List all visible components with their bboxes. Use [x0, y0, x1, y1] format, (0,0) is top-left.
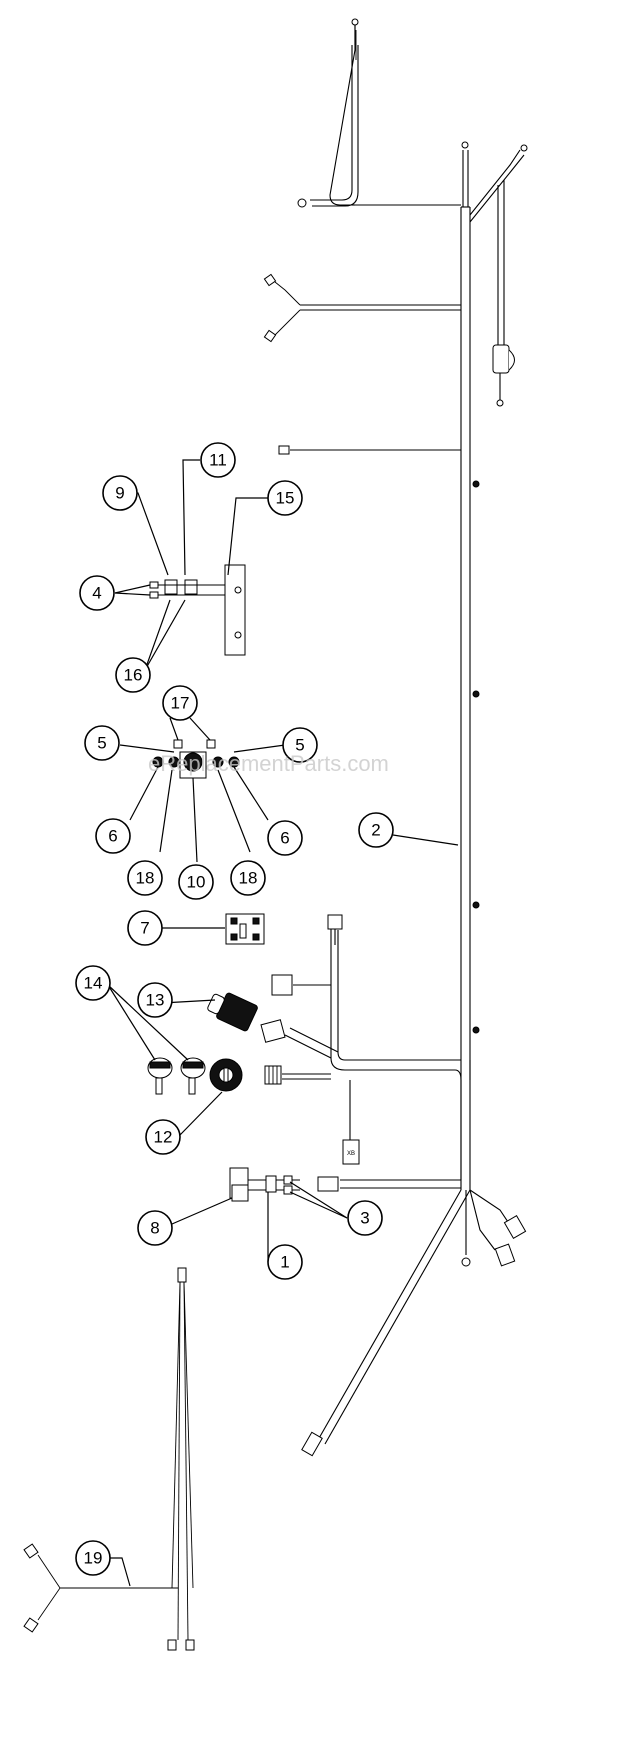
switch-assembly — [152, 739, 240, 779]
xb-connector-label: XB — [347, 1151, 355, 1157]
clip-part — [164, 579, 178, 595]
callout-18-left: 18 — [127, 860, 163, 896]
ring-terminal — [297, 198, 307, 208]
svg-text:14: 14 — [84, 974, 103, 993]
spade-connector — [263, 273, 277, 287]
harness-connector — [494, 1243, 516, 1267]
svg-text:13: 13 — [146, 991, 165, 1010]
switch-bracket — [224, 564, 246, 656]
svg-text:3: 3 — [360, 1209, 369, 1228]
xb-connector — [342, 1139, 360, 1165]
svg-text:11: 11 — [209, 451, 227, 470]
svg-text:5: 5 — [97, 734, 106, 753]
relay-assembly — [229, 1167, 300, 1202]
callout-18-right: 18 — [230, 860, 266, 896]
svg-text:17: 17 — [171, 694, 190, 713]
callout-12: 12 — [145, 1119, 181, 1155]
connector-19-left — [23, 1617, 39, 1633]
spade-connector — [263, 329, 277, 343]
connector-19-left — [23, 1543, 39, 1559]
harness-clip — [472, 690, 480, 698]
decal-plate — [225, 913, 265, 945]
callout-4: 4 — [79, 575, 115, 611]
callout-6-right: 6 — [267, 820, 303, 856]
harness-end-connector — [301, 1431, 323, 1457]
ring-terminal — [461, 141, 469, 149]
svg-text:6: 6 — [108, 827, 117, 846]
svg-text:2: 2 — [371, 821, 380, 840]
sub-harness-19 — [23, 1267, 195, 1651]
svg-text:10: 10 — [187, 873, 206, 892]
harness-clip — [472, 901, 480, 909]
svg-text:7: 7 — [140, 919, 149, 938]
svg-text:8: 8 — [150, 1219, 159, 1238]
svg-text:12: 12 — [154, 1128, 173, 1147]
bullet-connector — [278, 445, 290, 455]
connector-19-bottom — [167, 1639, 177, 1651]
terminal-1 — [265, 1175, 277, 1193]
callout-13: 13 — [137, 982, 173, 1018]
switch-bracket-assembly — [149, 564, 246, 656]
callout-1: 1 — [267, 1244, 303, 1280]
harness-clip — [472, 1026, 480, 1034]
svg-text:9: 9 — [115, 484, 124, 503]
svg-text:18: 18 — [136, 869, 155, 888]
leader-lines — [107, 459, 459, 1587]
callout-11: 11 — [200, 442, 236, 478]
clip-part — [184, 579, 198, 595]
main-harness: XB — [260, 18, 528, 1457]
harness-clip — [472, 480, 480, 488]
callout-16: 16 — [115, 657, 151, 693]
switch-knob — [183, 752, 203, 772]
callout-6-left: 6 — [95, 818, 131, 854]
terminal-part — [149, 581, 159, 589]
ring-terminal — [461, 1257, 471, 1267]
terminal-part — [149, 591, 159, 599]
ring-terminal — [496, 399, 504, 407]
svg-text:19: 19 — [84, 1549, 103, 1568]
callout-5-right: 5 — [282, 727, 318, 763]
harness-connector — [503, 1215, 527, 1239]
callout-7: 7 — [127, 910, 163, 946]
svg-text:5: 5 — [295, 736, 304, 755]
callout-2: 2 — [358, 812, 394, 848]
ring-terminal — [520, 144, 528, 152]
callout-5-left: 5 — [84, 725, 120, 761]
svg-text:18: 18 — [239, 869, 258, 888]
svg-text:16: 16 — [124, 666, 143, 685]
connector-19-bottom — [185, 1639, 195, 1651]
ignition-switch — [209, 1058, 243, 1092]
svg-text:4: 4 — [92, 584, 101, 603]
callout-10: 10 — [178, 864, 214, 900]
ring-terminal — [351, 18, 359, 26]
connector-19-top — [177, 1267, 187, 1283]
keys — [147, 1057, 206, 1095]
harness-connector — [327, 914, 343, 930]
callout-8: 8 — [137, 1210, 173, 1246]
harness-connector — [317, 1176, 339, 1192]
key-right — [180, 1057, 206, 1095]
callout-9: 9 — [102, 475, 138, 511]
harness-connector — [260, 1019, 286, 1043]
callout-15: 15 — [267, 480, 303, 516]
svg-text:6: 6 — [280, 829, 289, 848]
callout-17: 17 — [162, 685, 198, 721]
watermark: eReplacementParts.com — [148, 751, 389, 776]
svg-text:1: 1 — [280, 1253, 289, 1272]
harness-connector — [271, 974, 293, 996]
callout-14: 14 — [75, 965, 111, 1001]
fuse-holder — [492, 344, 510, 374]
svg-text:15: 15 — [276, 489, 295, 508]
callout-3: 3 — [347, 1200, 383, 1236]
plunger-switch — [207, 992, 258, 1032]
key-left — [147, 1057, 173, 1095]
callout-19: 19 — [75, 1540, 111, 1576]
